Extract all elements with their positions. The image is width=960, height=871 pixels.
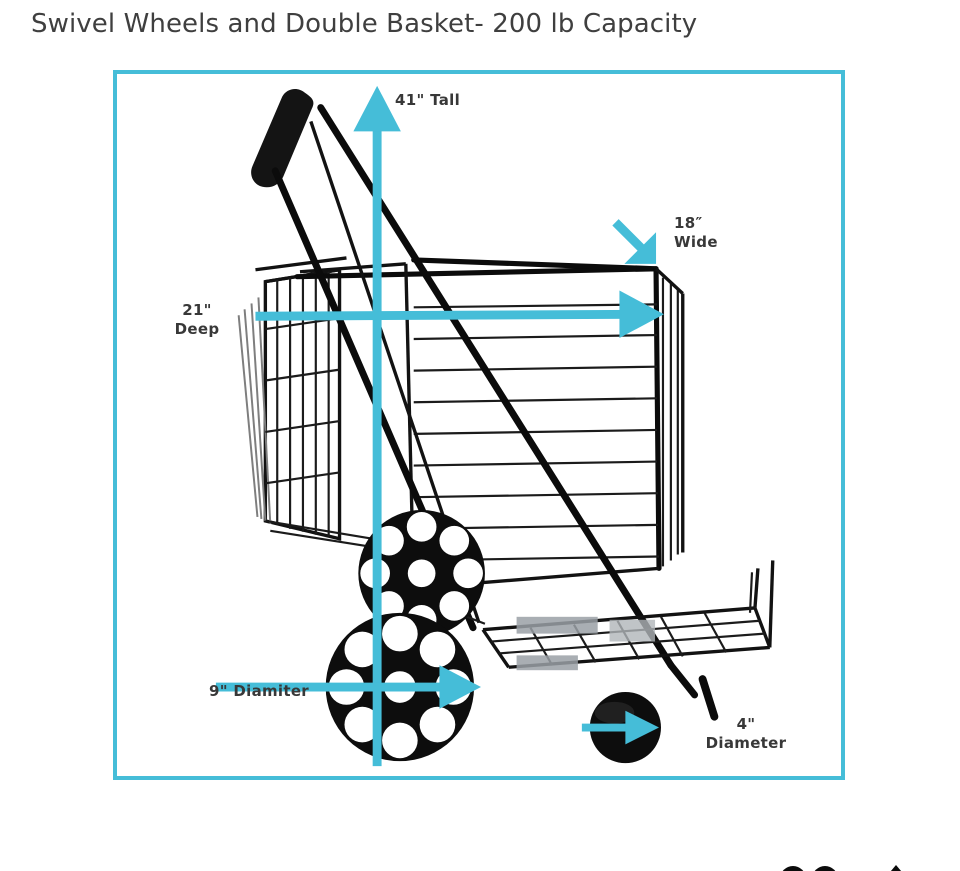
cutoff-glyph-2	[812, 866, 838, 871]
page-title: Swivel Wheels and Double Basket- 200 lb …	[31, 9, 698, 39]
depth-arrow	[255, 290, 664, 338]
front-caster-arrow	[581, 710, 660, 745]
lower-basket	[481, 560, 775, 671]
dimension-label-front-caster: 4" Diameter	[705, 715, 787, 752]
rear-basket	[237, 256, 377, 549]
width-arrow	[612, 219, 657, 264]
rear-wheel-arrow	[215, 665, 481, 709]
main-basket	[294, 257, 685, 590]
page-bottom-cutoff	[0, 858, 960, 871]
dimension-label-width: 18″ Wide	[674, 214, 718, 251]
dimension-label-height: 41" Tall	[395, 91, 461, 109]
height-arrow	[353, 85, 401, 767]
cart-illustration: .wire { stroke:#151515; fill:none; } .wi…	[215, 85, 775, 767]
cutoff-glyph-1	[780, 866, 806, 871]
product-diagram-image[interactable]: .wire { stroke:#151515; fill:none; } .wi…	[113, 70, 845, 780]
dimension-label-depth: 21" Deep	[174, 301, 220, 338]
dimension-label-rear-wheel: 9" Diamiter	[209, 682, 310, 700]
cutoff-caret-icon	[885, 865, 907, 871]
